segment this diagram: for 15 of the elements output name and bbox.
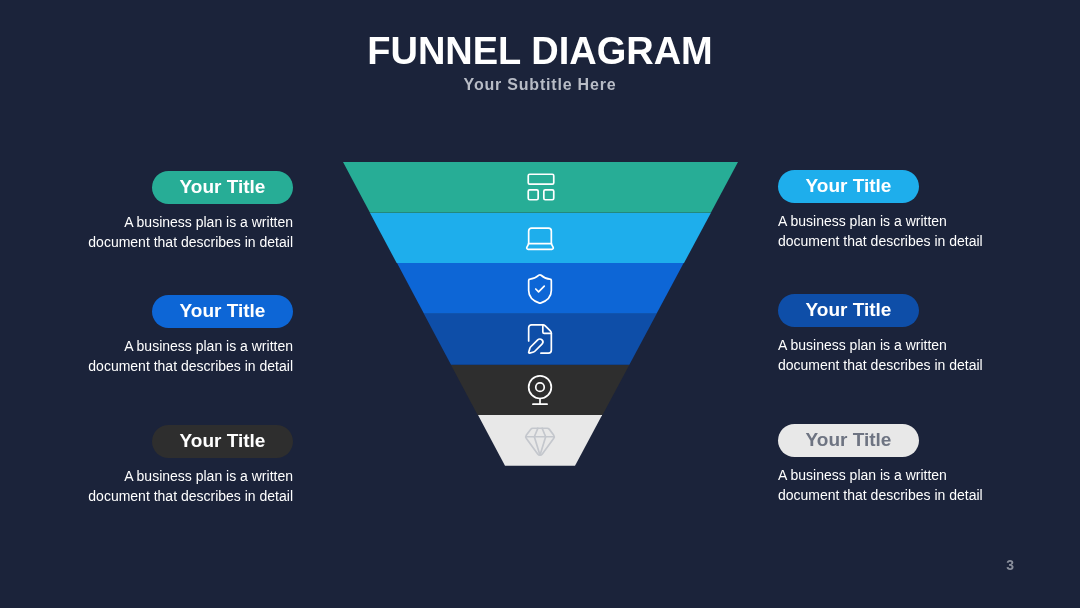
- subtitle: Your Subtitle Here: [463, 75, 617, 95]
- page-number: 3: [1006, 556, 1014, 575]
- description-text: A business plan is a written document that describes in detail: [87, 337, 293, 376]
- description-text: A business plan is a written document that describes in detail: [778, 466, 984, 505]
- title-pill: Your Title: [778, 294, 919, 327]
- description-text: A business plan is a written document that describes in detail: [778, 336, 984, 375]
- description-text: A business plan is a written document that describes in detail: [87, 213, 293, 252]
- title: FUNNEL DIAGRAM: [367, 29, 713, 74]
- title-pill: Your Title: [778, 170, 919, 203]
- description-text: A business plan is a written document that describes in detail: [87, 467, 293, 506]
- title-pill: Your Title: [778, 424, 919, 457]
- title-pill: Your Title: [152, 425, 293, 458]
- title-pill: Your Title: [152, 295, 293, 328]
- title-pill: Your Title: [152, 171, 293, 204]
- description-text: A business plan is a written document that describes in detail: [778, 212, 984, 251]
